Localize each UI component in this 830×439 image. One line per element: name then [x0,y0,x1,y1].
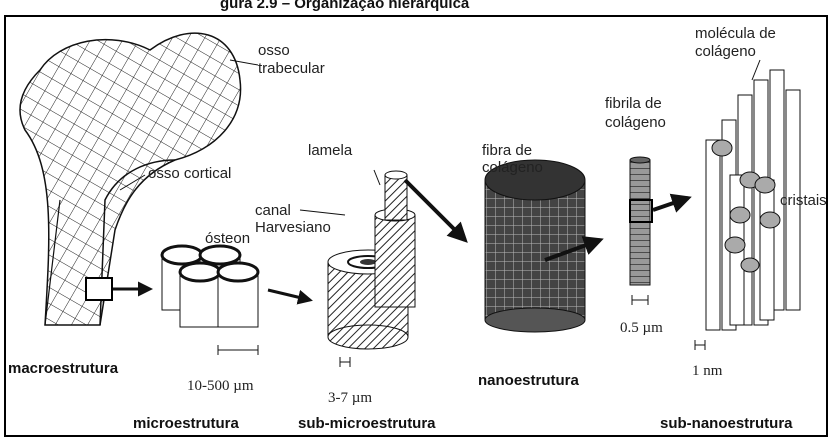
arrow-submicro-nano [403,178,468,243]
scale-molecule: 1 nm [692,363,723,379]
fibril-zoom-box [629,199,653,223]
collagen-fiber-illustration [484,159,586,333]
figure-frame [4,15,828,437]
level-subnano: sub-nanoestrutura [660,415,793,432]
label-fibrila-line1: fibrila de [605,95,662,112]
label-molecula-line1: molécula de [695,25,776,42]
arrow-micro-submicro [267,288,313,305]
label-molecula-line2: colágeno [695,43,756,60]
label-canal-line2: Harvesiano [255,219,331,236]
scale-submicro: 3-7 µm [328,390,372,406]
figure-caption: gura 2.9 – Organização hierárquica [220,0,470,12]
scale-micro: 10-500 µm [187,378,254,394]
level-submicro: sub-microestrutura [298,415,436,432]
collagen-molecules-illustration [705,69,801,331]
label-osso-cortical: osso cortical [148,165,231,182]
label-lamela: lamela [308,142,353,159]
label-cristais: cristais [780,192,827,209]
arrow-fibril-molecule [652,193,692,213]
scale-fibril: 0.5 µm [620,320,663,336]
lamella-illustration [327,170,416,350]
label-fibrila-line2: colágeno [605,114,666,131]
label-canal-line1: canal [255,202,291,219]
level-micro: microestrutura [133,415,240,432]
level-macro: macroestrutura [8,360,119,377]
label-osso-trabecular-line2: trabecular [258,60,325,77]
label-fibra-line2: colágeno [482,159,543,176]
arrow-nano-fibril [544,236,604,262]
label-osso-trabecular-line1: osso [258,42,290,59]
level-nano: nanoestrutura [478,372,580,389]
collagen-fibril-illustration [629,156,653,286]
label-osteon: ósteon [205,230,250,247]
femur-illustration [19,32,242,326]
osteon-illustration [160,244,260,328]
femur-zoom-box [85,277,113,301]
label-fibra-line1: fibra de [482,142,532,159]
